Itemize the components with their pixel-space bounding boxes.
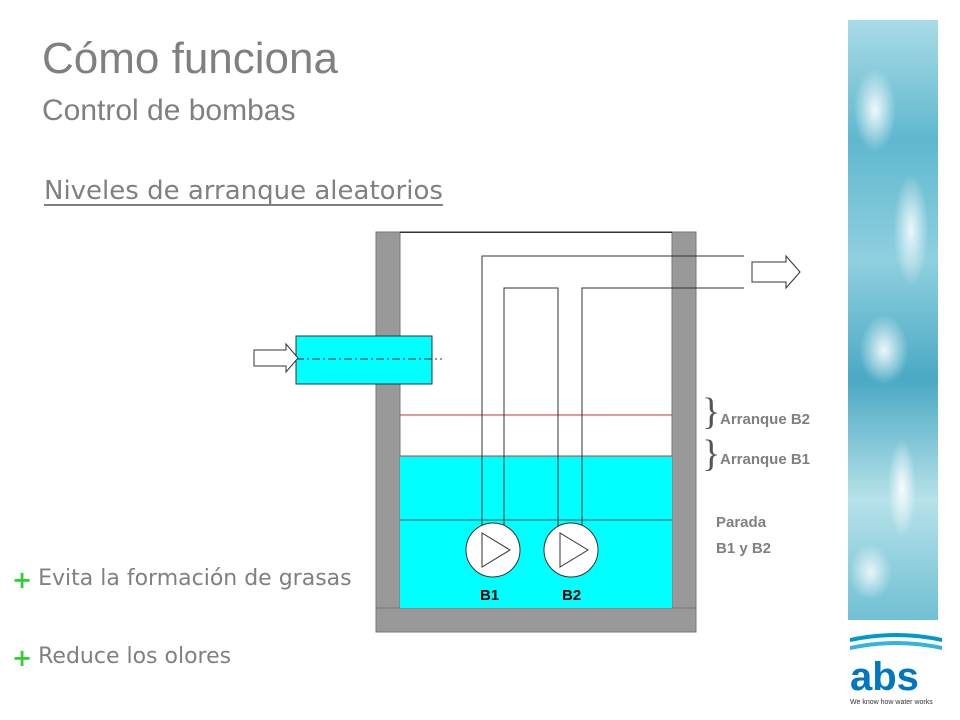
discharge-pipe bbox=[481, 255, 744, 570]
plus-icon: + bbox=[12, 566, 33, 594]
tank-wall-left bbox=[375, 231, 401, 633]
pump-b2-label: B2 bbox=[562, 587, 581, 604]
section-title: Niveles de arranque aleatorios bbox=[44, 176, 443, 206]
pump-b1 bbox=[465, 522, 521, 578]
bullet-odors: +Reduce los olores bbox=[12, 640, 231, 676]
logo-brand-text: abs bbox=[850, 655, 919, 699]
plus-icon: + bbox=[12, 644, 33, 672]
page-title: Cómo funciona bbox=[42, 34, 338, 83]
brace-b1-icon: } bbox=[702, 433, 720, 475]
inlet-arrow bbox=[253, 342, 299, 374]
pump-b2 bbox=[543, 522, 599, 578]
stop-label-line1: Parada bbox=[716, 514, 767, 531]
bullet-grease-text: Evita la formación de grasas bbox=[38, 566, 352, 591]
bullet-grease: +Evita la formación de grasas bbox=[12, 562, 352, 598]
logo-tagline-text: We know how water works bbox=[850, 699, 933, 706]
inlet-pipe bbox=[295, 335, 433, 385]
tank-floor bbox=[375, 607, 697, 633]
abs-logo: abs We know how water works bbox=[850, 633, 942, 706]
outlet-arrow bbox=[751, 254, 801, 290]
start-level-b2-label: Arranque B2 bbox=[720, 411, 810, 428]
start-level-b1-label: Arranque B1 bbox=[720, 451, 810, 468]
pump-b1-label: B1 bbox=[480, 587, 499, 604]
stop-label-line2: B1 y B2 bbox=[716, 540, 771, 557]
tank-wall-right bbox=[671, 231, 697, 633]
water-body bbox=[400, 456, 672, 608]
page-subtitle: Control de bombas bbox=[42, 94, 296, 127]
bullet-odors-text: Reduce los olores bbox=[38, 644, 232, 669]
brace-b2-icon: } bbox=[702, 391, 720, 433]
water-photo-strip bbox=[848, 20, 938, 620]
